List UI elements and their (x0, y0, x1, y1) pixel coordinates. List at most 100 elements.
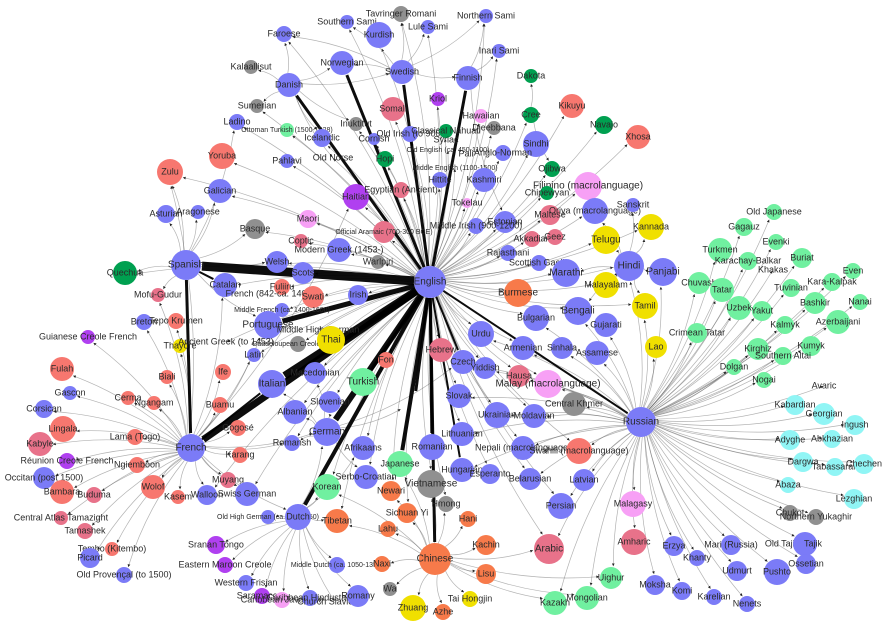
node-nanai[interactable]: Nanai (848, 294, 872, 310)
node-circle[interactable] (213, 273, 237, 297)
node-circle[interactable] (374, 556, 390, 572)
node-circle[interactable] (207, 536, 225, 554)
node-assamese[interactable]: Assamese (576, 341, 618, 365)
node-circle[interactable] (534, 534, 564, 564)
node-circle[interactable] (343, 184, 369, 210)
node-avaric[interactable]: Avaric (812, 380, 837, 390)
node-circle[interactable] (726, 359, 742, 375)
node-khakas[interactable]: Khakas (758, 264, 789, 274)
node-circle[interactable] (254, 588, 270, 604)
node-naxi[interactable]: Naxi (373, 556, 391, 572)
node-coptic[interactable]: Coptic (288, 234, 314, 248)
node-circle[interactable] (487, 121, 501, 135)
node-uzbek[interactable]: Uzbek (726, 296, 752, 320)
node-thai[interactable]: Thai (317, 326, 345, 354)
node-lezghian[interactable]: Lezghian (836, 489, 873, 509)
node-aragonese[interactable]: Aragonese (176, 205, 220, 219)
node-circle[interactable] (390, 60, 414, 84)
node-tamashek[interactable]: Tamashek (64, 523, 106, 539)
node-latvian[interactable]: Latvian (569, 469, 599, 491)
node-circle[interactable] (212, 397, 228, 413)
node-dutch[interactable]: Dutch (285, 504, 311, 530)
node-uighur[interactable]: Uighur (598, 567, 625, 589)
node-circle[interactable] (274, 279, 290, 295)
node-circle[interactable] (393, 182, 409, 198)
node-occitan-post-1500[interactable]: Occitan (post 1500) (5, 467, 84, 489)
node-circle[interactable] (247, 348, 261, 362)
node-circle[interactable] (543, 591, 567, 615)
node-circle[interactable] (330, 51, 354, 75)
node-panjabi[interactable]: Panjabi (646, 258, 680, 286)
node-circle[interactable] (813, 403, 835, 425)
node-circle[interactable] (28, 432, 52, 456)
node-circle[interactable] (220, 472, 236, 488)
node-khanty[interactable]: Khanty (683, 550, 712, 566)
node-circle[interactable] (197, 485, 217, 505)
node-circle[interactable] (721, 535, 741, 555)
node-welsh[interactable]: Welsh (265, 251, 290, 273)
node-galician[interactable]: Galician (204, 179, 237, 203)
node-circle[interactable] (191, 205, 205, 219)
node-circle[interactable] (378, 352, 394, 368)
node-lithuanian[interactable]: Lithuanian (441, 422, 483, 446)
node-ossetian[interactable]: Ossetian (788, 554, 824, 574)
node-serbo-croatian[interactable]: Serbo-Croatian (335, 465, 397, 489)
node-ancient-greek-to-1453[interactable]: Ancient Greek (to 1453) (178, 336, 274, 346)
node-circle[interactable] (451, 350, 475, 374)
node-kalmyk[interactable]: Kalmyk (770, 316, 800, 334)
node-circle[interactable] (747, 338, 769, 360)
node-inari-sami[interactable]: Inari Sami (479, 44, 520, 58)
node-nepali-macrolanguage[interactable]: Nepali (macrolanguage) (475, 436, 571, 460)
node-circle[interactable] (689, 550, 705, 566)
node-circle[interactable] (523, 305, 549, 331)
node-middle-french-ca-1400-1600[interactable]: Middle French (ca. 1400-1600) (234, 303, 330, 317)
node-circle[interactable] (562, 392, 586, 416)
node-tai-hongjin[interactable]: Tai Hongjin (448, 591, 493, 607)
node-circle[interactable] (614, 251, 644, 281)
node-circle[interactable] (523, 131, 549, 157)
node-circle[interactable] (547, 229, 563, 245)
node-circle[interactable] (566, 438, 592, 464)
node-circle[interactable] (171, 490, 185, 504)
node-ife[interactable]: Ife (215, 364, 231, 380)
node-basque[interactable]: Basque (240, 219, 271, 239)
node-circle[interactable] (766, 204, 782, 220)
node-lao[interactable]: Lao (645, 336, 667, 358)
node-mofu-gudur[interactable]: Mofu-Gudur (134, 288, 182, 302)
node-circle[interactable] (377, 151, 393, 167)
node-circle[interactable] (468, 218, 484, 234)
node-circle[interactable] (414, 266, 446, 298)
node-korean[interactable]: Korean (312, 474, 342, 500)
node-circle[interactable] (35, 400, 53, 418)
node-circle[interactable] (845, 263, 861, 279)
node-fon[interactable]: Fon (378, 352, 394, 368)
node-corsican[interactable]: Corsican (26, 400, 62, 418)
node-ukrainian[interactable]: Ukrainian (478, 402, 516, 428)
node-dargwa[interactable]: Dargwa (787, 452, 819, 472)
node-komi[interactable]: Komi (672, 582, 693, 600)
node-circle[interactable] (371, 255, 385, 269)
node-circle[interactable] (585, 341, 609, 365)
node-akkadian[interactable]: Akkadian (513, 231, 551, 247)
node-circle[interactable] (292, 262, 314, 284)
node-circle[interactable] (626, 198, 640, 212)
node-gascon[interactable]: Gascon (54, 386, 86, 400)
node-circle[interactable] (620, 491, 646, 517)
node-circle[interactable] (50, 480, 74, 504)
node-circle[interactable] (168, 313, 184, 329)
node-tembo-kitembo[interactable]: Tembo (Kitembo) (78, 542, 147, 556)
node-circle[interactable] (431, 92, 445, 106)
node-circle[interactable] (540, 186, 554, 200)
node-kazakh[interactable]: Kazakh (540, 591, 570, 615)
node-caribbean-hindustani[interactable]: Caribbean Hindustani (267, 590, 354, 606)
node-circle[interactable] (531, 255, 547, 271)
node-biali[interactable]: Biali (158, 370, 176, 384)
node-circle[interactable] (432, 172, 448, 188)
node-latin[interactable]: Latin (244, 348, 264, 362)
node-circle[interactable] (462, 198, 472, 208)
node-circle[interactable] (575, 586, 599, 610)
node-muyang[interactable]: Muyang (212, 472, 244, 488)
node-ottoman-turkish-1500-1928[interactable]: Ottoman Turkish (1500-1928) (241, 123, 333, 137)
node-gogos[interactable]: Gogosé (222, 420, 254, 436)
node-swiss-german[interactable]: Swiss German (218, 482, 277, 506)
